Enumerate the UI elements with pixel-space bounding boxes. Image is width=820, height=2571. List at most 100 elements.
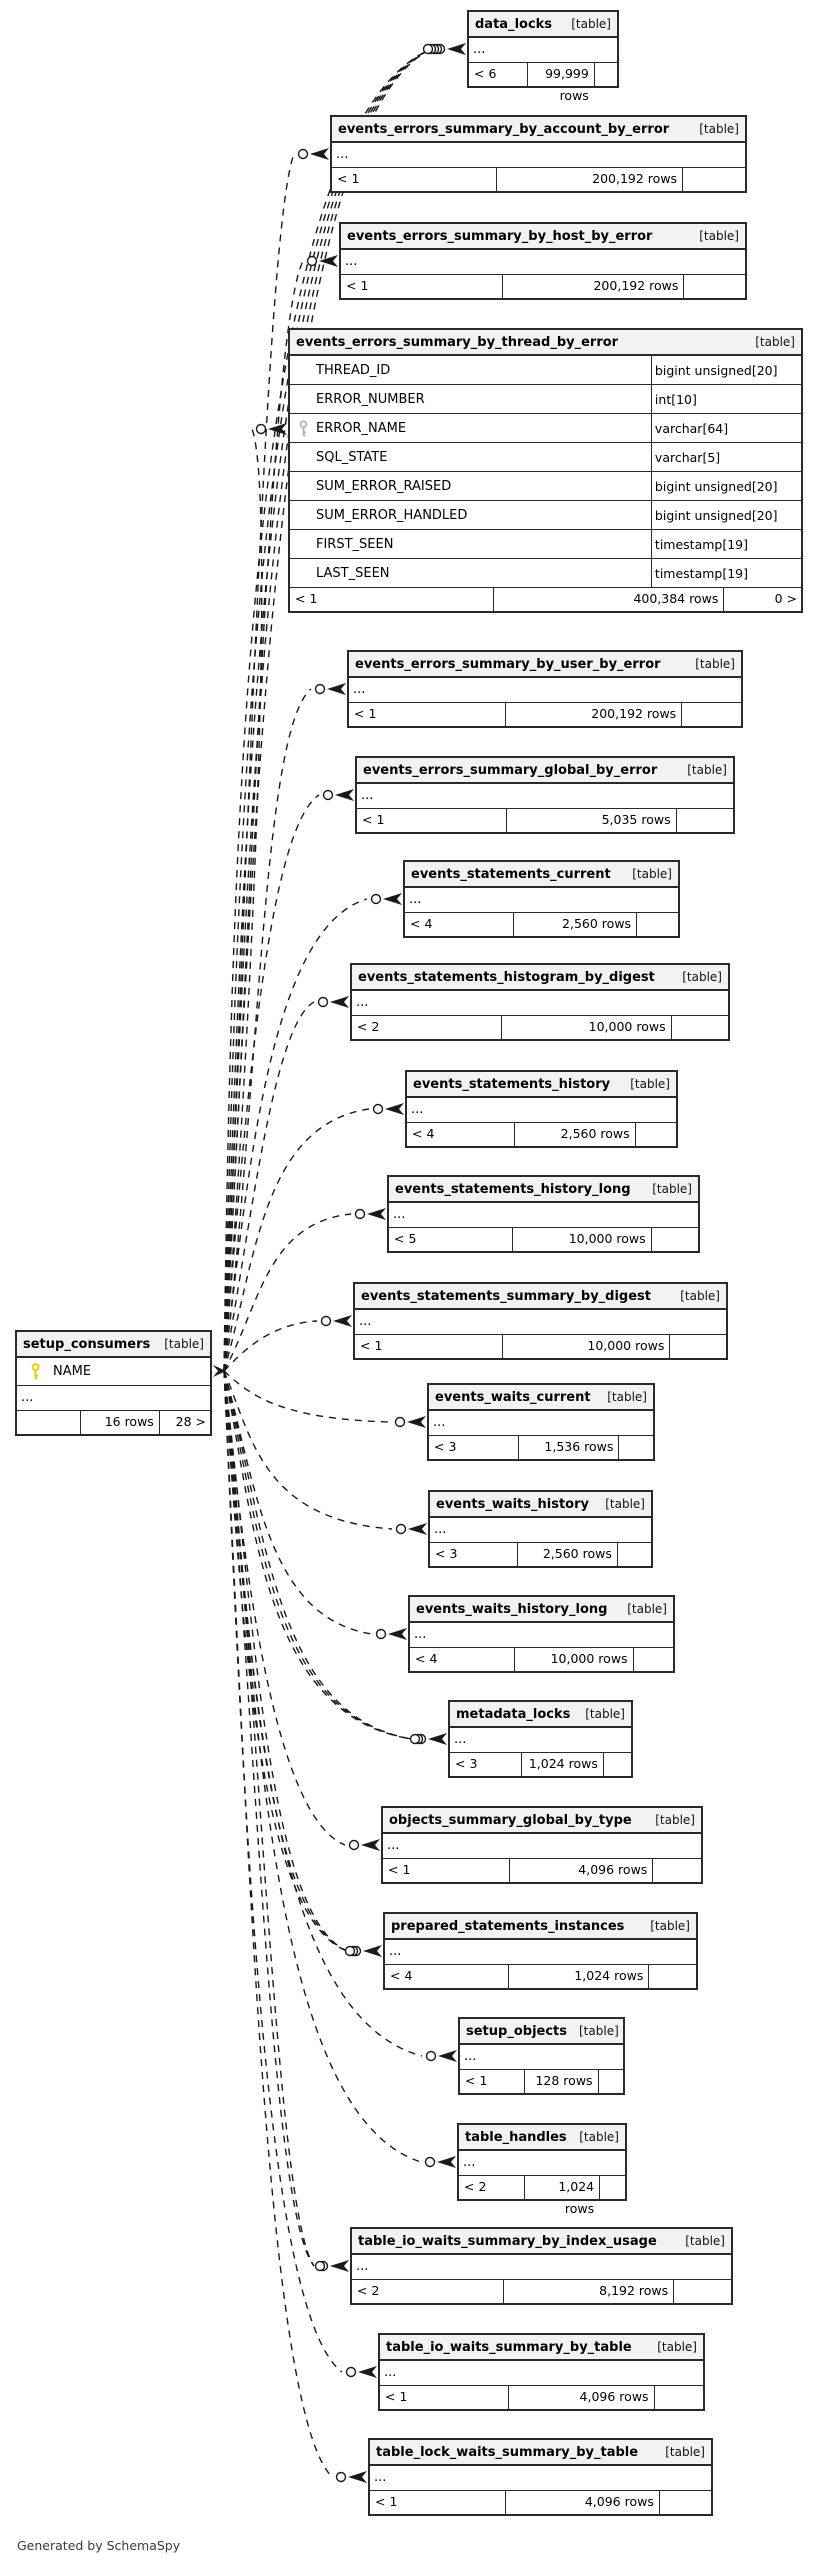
- table-events-statements-summary-by-digest[interactable]: events_statements_summary_by_digest[tabl…: [353, 1282, 728, 1360]
- table-name[interactable]: setup_consumers: [23, 1336, 151, 1352]
- footer-children-anchor: 0 >: [774, 591, 797, 606]
- table-type-badge: [table]: [607, 1390, 647, 1404]
- table-name[interactable]: events_errors_summary_global_by_error: [363, 762, 658, 778]
- table-name[interactable]: events_statements_current: [411, 866, 611, 882]
- table-events-errors-summary-by-thread-by-error[interactable]: events_errors_summary_by_thread_by_error…: [288, 328, 803, 613]
- key-icon-spacer: [290, 443, 316, 471]
- table-header: table_lock_waits_summary_by_table [table]: [370, 2440, 711, 2466]
- columns-ellipsis-row: ...: [389, 1203, 698, 1228]
- table-header: events_statements_history[table]: [407, 1072, 676, 1098]
- table-name[interactable]: prepared_statements_instances: [391, 1918, 625, 1934]
- footer-parents-anchor: < 1: [332, 168, 498, 191]
- table-name[interactable]: metadata_locks: [456, 1706, 571, 1722]
- column-name: SQL_STATE: [316, 449, 388, 465]
- table-name[interactable]: table_handles: [465, 2129, 567, 2145]
- table-name[interactable]: events_errors_summary_by_account_by_erro…: [338, 121, 670, 137]
- table-name[interactable]: events_waits_history: [436, 1496, 589, 1512]
- zero-cardinality-icon: [317, 996, 329, 1008]
- footer-children-anchor: [636, 1123, 676, 1146]
- table-name[interactable]: events_errors_summary_by_host_by_error: [347, 228, 653, 244]
- table-type-badge: [table]: [571, 17, 611, 31]
- column-name: SUM_ERROR_HANDLED: [316, 507, 468, 523]
- footer-row-count: 4,096 rows: [510, 1859, 654, 1882]
- zero-cardinality-icon: [395, 1523, 407, 1535]
- table-name[interactable]: events_statements_history_long: [395, 1181, 631, 1197]
- table-name[interactable]: events_waits_history_long: [416, 1601, 608, 1617]
- table-events-errors-summary-by-account-by-error[interactable]: events_errors_summary_by_account_by_erro…: [330, 115, 747, 193]
- crow-foot-icon: [367, 1208, 386, 1220]
- column-name: NAME: [53, 1364, 92, 1379]
- columns-ellipsis-row: ...: [430, 1518, 651, 1543]
- table-name[interactable]: events_waits_current: [435, 1389, 591, 1405]
- crow-foot-icon: [437, 2156, 456, 2168]
- relationship-curve: [223, 1370, 392, 1423]
- zero-cardinality-icon: [344, 1945, 356, 1957]
- table-header: events_waits_history[table]: [430, 1492, 651, 1518]
- table-header: events_errors_summary_by_thread_by_error…: [290, 330, 801, 356]
- relationship-curve: [223, 1370, 315, 2267]
- table-name[interactable]: events_statements_history: [413, 1076, 611, 1092]
- footer-row-count: 4,096 rows: [506, 2491, 660, 2514]
- table-table-lock-waits-summary-by-table[interactable]: table_lock_waits_summary_by_table [table]…: [368, 2438, 713, 2516]
- key-icon-spacer: [290, 472, 316, 500]
- relationship-curve: [223, 1370, 333, 2478]
- columns-ellipsis-row: ...: [469, 38, 617, 63]
- table-header: table_handles[table]: [459, 2125, 625, 2151]
- table-type-badge: [table]: [164, 1337, 204, 1351]
- columns-ellipsis-row: ...: [341, 250, 745, 275]
- table-objects-summary-global-by-type[interactable]: objects_summary_global_by_type[table]...…: [381, 1806, 703, 1884]
- relationship-curve: [223, 1370, 413, 1740]
- table-name[interactable]: events_statements_histogram_by_digest: [358, 969, 655, 985]
- table-name[interactable]: setup_objects: [466, 2023, 567, 2039]
- table-table-io-waits-summary-by-index-usage[interactable]: table_io_waits_summary_by_index_usage[ta…: [350, 2227, 733, 2305]
- table-name[interactable]: events_statements_summary_by_digest: [361, 1288, 651, 1304]
- columns-ellipsis-row: ...: [380, 2361, 703, 2386]
- zero-cardinality-icon: [372, 1103, 384, 1115]
- table-header: table_io_waits_summary_by_table[table]: [380, 2335, 703, 2361]
- table-name[interactable]: table_io_waits_summary_by_table: [386, 2339, 632, 2355]
- table-name[interactable]: table_io_waits_summary_by_index_usage: [358, 2233, 657, 2249]
- zero-cardinality-icon: [322, 789, 334, 801]
- footer-children-anchor: [672, 1016, 728, 1039]
- table-name[interactable]: events_errors_summary_by_thread_by_error: [296, 334, 619, 350]
- table-type-badge: [table]: [665, 2445, 705, 2459]
- generated-by-note: Generated by SchemaSpy: [17, 2538, 181, 2553]
- relationship-curve: [223, 898, 368, 1372]
- zero-cardinality-icon: [375, 1628, 387, 1640]
- table-name[interactable]: data_locks: [475, 16, 553, 32]
- footer-parents-anchor: < 4: [405, 913, 515, 936]
- table-events-statements-history-long[interactable]: events_statements_history_long[table]...…: [387, 1175, 700, 1253]
- footer-row-count: 1,024 rows: [509, 1965, 650, 1988]
- crow-foot-icon: [361, 1839, 380, 1851]
- key-icon-spacer: [290, 530, 316, 558]
- table-name[interactable]: objects_summary_global_by_type: [389, 1812, 632, 1828]
- table-table-io-waits-summary-by-table[interactable]: table_io_waits_summary_by_table[table]..…: [378, 2333, 705, 2411]
- table-name[interactable]: events_errors_summary_by_user_by_error: [355, 656, 661, 672]
- table-events-statements-histogram-by-digest[interactable]: events_statements_histogram_by_digest [ta…: [350, 963, 730, 1041]
- table-prepared-statements-instances[interactable]: prepared_statements_instances[table]...<…: [383, 1912, 698, 1990]
- table-events-errors-summary-by-user-by-error[interactable]: events_errors_summary_by_user_by_error[t…: [347, 650, 743, 728]
- table-events-errors-summary-global-by-error[interactable]: events_errors_summary_global_by_error[ta…: [355, 756, 735, 834]
- zero-cardinality-icon: [394, 1416, 406, 1428]
- table-header: events_errors_summary_global_by_error[ta…: [357, 758, 733, 784]
- table-name[interactable]: table_lock_waits_summary_by_table: [376, 2444, 639, 2460]
- table-events-errors-summary-by-host-by-error[interactable]: events_errors_summary_by_host_by_error[t…: [339, 222, 747, 300]
- table-type-badge: [table]: [682, 970, 722, 984]
- relationship-curve: [223, 1370, 373, 1635]
- footer-children-anchor: [670, 1335, 726, 1358]
- column-type: int[10]: [650, 385, 801, 413]
